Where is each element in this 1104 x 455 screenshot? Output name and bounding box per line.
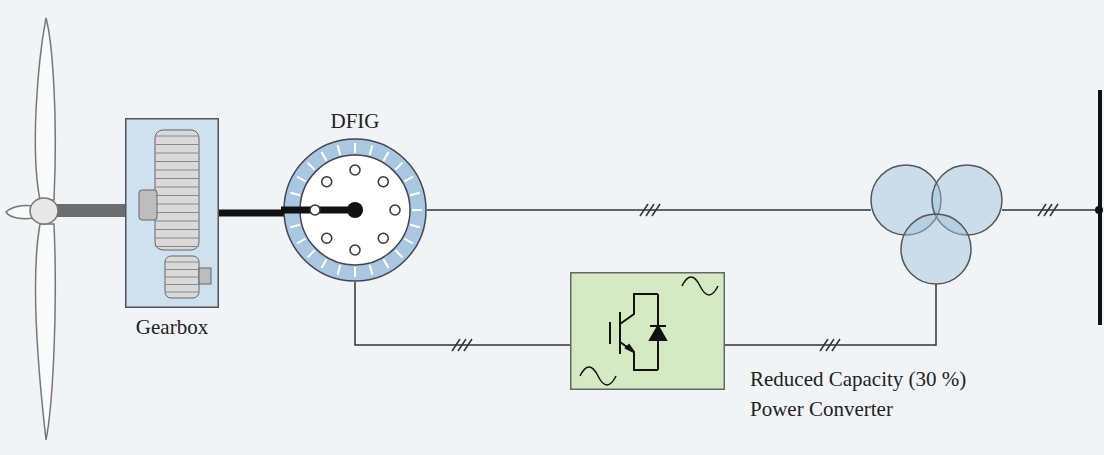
- gearbox-box: Gearbox: [125, 118, 219, 308]
- node-label: Reduced Capacity (30 %) Power Converter: [748, 364, 988, 424]
- rotor-shaft: [50, 204, 128, 217]
- rotor-cable: [355, 282, 570, 345]
- gear-drawing: [139, 130, 211, 298]
- blade: [35, 18, 55, 200]
- ac-wave: [580, 277, 718, 385]
- turbine-rotor: [6, 18, 58, 440]
- dfig-machine-shape: [283, 138, 427, 282]
- hub: [30, 198, 58, 224]
- node-label: DFIG: [328, 106, 381, 136]
- gearbox-box-shape: [125, 118, 219, 308]
- power-converter-box: Reduced Capacity (30 %) Power Converter: [570, 272, 725, 390]
- igbt-symbol: [610, 294, 666, 370]
- node-label: Gearbox: [134, 312, 210, 342]
- bus-node: [1095, 206, 1103, 214]
- grid-line: [1002, 209, 1098, 211]
- converter-line: [725, 284, 936, 345]
- three-winding-transformer: [871, 165, 1002, 284]
- dfig-machine: DFIG: [283, 138, 427, 282]
- blade: [35, 224, 55, 440]
- power-converter-box-shape: [570, 272, 725, 390]
- drive-shaft: [219, 210, 284, 217]
